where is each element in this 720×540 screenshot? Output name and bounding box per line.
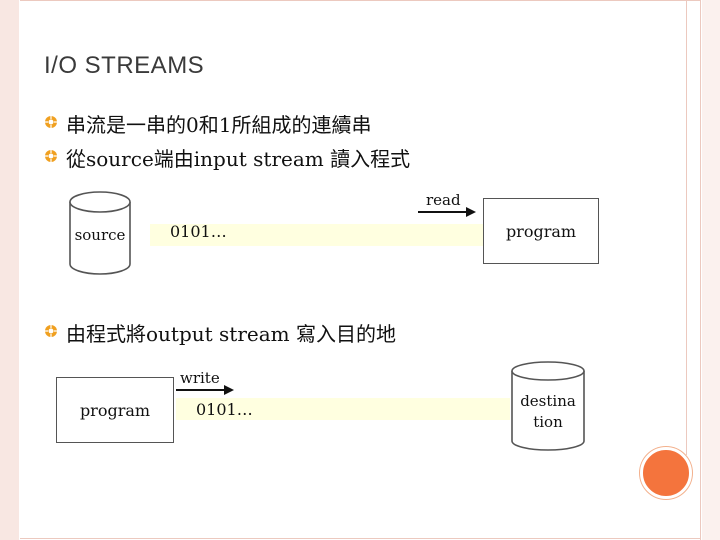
output-stream-value: 0101… (196, 400, 253, 419)
bullet-text-2: 從source端由input stream 讀入程式 (66, 147, 411, 171)
destination-cylinder-icon (511, 361, 585, 451)
destination-label-line1: destina (520, 392, 576, 410)
read-arrow-icon (418, 207, 476, 217)
right-frame-line-inner (686, 0, 687, 455)
source-cylinder-icon (69, 191, 131, 275)
write-label: write (180, 369, 220, 387)
output-stream-band (176, 398, 510, 420)
slide-title: I/O STREAMS (44, 52, 205, 79)
bottom-frame-line (20, 538, 700, 539)
program-box: program (483, 198, 599, 264)
bullet-icon (45, 325, 57, 337)
bullet-text-1: 串流是一串的0和1所組成的連續串 (66, 113, 372, 137)
read-label: read (426, 191, 461, 209)
decorative-circle (640, 447, 692, 499)
top-frame-line (20, 0, 700, 1)
write-arrow-icon (176, 385, 234, 395)
right-frame-line-outer (700, 0, 701, 540)
program-box-label: program (505, 221, 577, 241)
destination-label-line2: tion (533, 413, 563, 431)
input-stream-value: 0101… (170, 222, 227, 241)
bullet-icon (45, 150, 57, 162)
program-source-label: program (79, 400, 151, 420)
right-frame-strip (702, 0, 720, 540)
bullet-text-3: 由程式將output stream 寫入目的地 (66, 322, 396, 346)
program-source-box: program (56, 377, 174, 443)
bullet-icon (45, 116, 57, 128)
left-frame-strip (0, 0, 19, 540)
source-label: source (74, 226, 126, 244)
input-stream-band (150, 224, 490, 246)
